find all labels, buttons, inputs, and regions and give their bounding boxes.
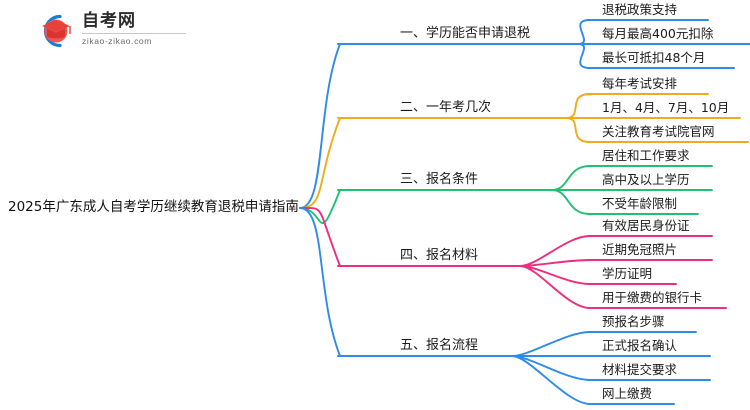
logo-name-cn: 自考网 — [82, 11, 136, 31]
connector-line — [519, 265, 591, 309]
leaf-label-5-1: 预报名步骤 — [602, 314, 665, 329]
connector-line — [511, 355, 591, 405]
connector-line — [577, 19, 591, 45]
branch-label-3: 三、报名条件 — [400, 172, 479, 187]
leaf-label-3-1: 居住和工作要求 — [602, 148, 690, 163]
leaf-label-5-4: 网上缴费 — [602, 386, 653, 401]
connector-line — [299, 43, 341, 209]
leaf-label-2-3: 关注教育考试院官网 — [602, 124, 715, 139]
connector-line — [577, 43, 591, 69]
leaf-label-5-2: 正式报名确认 — [602, 338, 678, 353]
site-logo: 自考网 zikao-zikao.com — [30, 10, 190, 52]
leaf-label-3-3: 不受年龄限制 — [602, 196, 678, 211]
connector-line — [299, 207, 341, 357]
graduation-cap-in-circle-icon — [30, 10, 74, 52]
leaf-label-2-2: 1月、4月、7月、10月 — [602, 100, 730, 115]
leaf-label-4-3: 学历证明 — [602, 266, 653, 281]
root-node-label: 2025年广东成人自考学历继续教育退税申请指南 — [8, 199, 299, 215]
branch-label-4: 四、报名材料 — [400, 248, 479, 263]
branch-label-2: 二、一年考几次 — [400, 100, 492, 115]
connector-line — [551, 165, 591, 191]
connector-line — [299, 207, 341, 267]
leaf-label-1-3: 最长可抵扣48个月 — [602, 50, 706, 65]
connector-line — [565, 93, 591, 119]
connector-line — [299, 189, 341, 225]
leaf-label-3-2: 高中及以上学历 — [602, 172, 690, 187]
logo-divider — [82, 33, 186, 34]
connector-line — [551, 189, 591, 215]
connector-line — [565, 117, 591, 143]
leaf-label-1-1: 退税政策支持 — [602, 2, 678, 17]
connector-line — [299, 117, 341, 209]
logo-wordmark: 自考网 zikao-zikao.com — [82, 11, 190, 47]
leaf-label-4-1: 有效居民身份证 — [602, 218, 690, 233]
leaf-label-2-1: 每年考试安排 — [602, 76, 678, 91]
leaf-label-4-4: 用于缴费的银行卡 — [602, 290, 703, 305]
leaf-label-4-2: 近期免冠照片 — [602, 242, 678, 257]
leaf-label-1-2: 每月最高400元扣除 — [602, 26, 714, 41]
leaf-label-5-3: 材料提交要求 — [602, 362, 678, 377]
branch-label-1: 一、学历能否申请退税 — [400, 26, 531, 41]
connector-line — [519, 235, 591, 267]
connector-line — [511, 331, 591, 357]
logo-url: zikao-zikao.com — [82, 36, 152, 46]
branch-label-5: 五、报名流程 — [400, 338, 479, 353]
